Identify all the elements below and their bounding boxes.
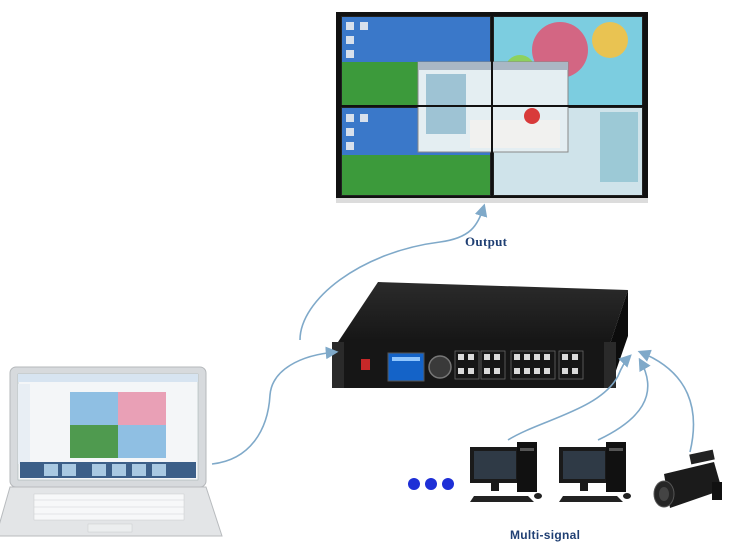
laptop-icon — [0, 366, 223, 537]
video-wall-processor-icon — [332, 282, 628, 388]
laptop-input-arrow — [211, 346, 339, 465]
camera-input-arrow — [637, 349, 695, 453]
output-arrow — [299, 203, 488, 341]
desktop-computer-icon — [559, 442, 631, 502]
video-wall-icon — [336, 12, 648, 203]
multi-signal-label: Multi-signal — [510, 528, 581, 542]
output-label: Output — [465, 234, 508, 249]
signal-arrows — [211, 203, 695, 465]
pc-b-input-arrow — [597, 357, 651, 441]
ellipsis-icon — [408, 478, 454, 490]
desktop-computer-icon — [470, 442, 542, 502]
video-camera-icon — [653, 449, 722, 508]
pc-a-input-arrow — [507, 354, 632, 441]
